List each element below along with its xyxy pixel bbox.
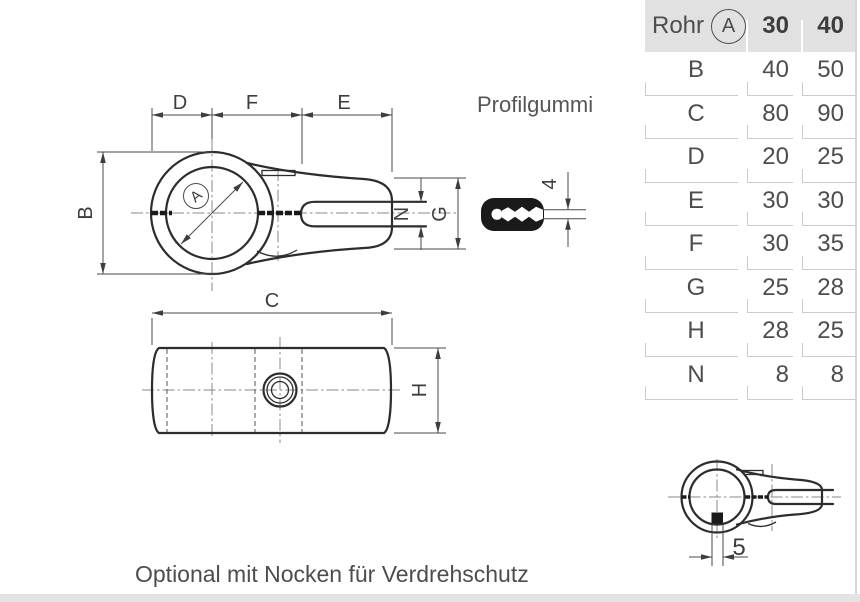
dim-label-4: 4 — [539, 178, 561, 189]
dim-label-5: 5 — [732, 534, 745, 561]
value-40: 25 — [802, 139, 857, 183]
dim-label-d: D — [173, 92, 187, 114]
header-rohr-cell: Rohr A — [645, 8, 747, 44]
dimensions-table: Rohr A 30 40 B 40 50 C 80 90 D — [645, 0, 857, 400]
row-label: N — [645, 357, 747, 401]
table-row: F 30 35 — [645, 226, 857, 270]
top-view: A D F E B — [75, 92, 466, 291]
row-label: F — [645, 226, 747, 270]
table-row: G 25 28 — [645, 270, 857, 314]
dim-label-g: G — [429, 206, 451, 222]
tube-a-circle — [183, 183, 209, 209]
row-label: H — [645, 313, 747, 357]
header-separator — [746, 20, 748, 52]
tube-a-badge: A — [711, 8, 747, 44]
table-body: B 40 50 C 80 90 D 20 25 E 30 30 F 30 — [645, 52, 857, 400]
dim-label-b: B — [75, 206, 97, 219]
screw-hole-inner — [270, 380, 290, 400]
page-right-edge — [855, 0, 857, 595]
value-40: 90 — [802, 96, 857, 140]
profile-rubber-title: Profilgummi — [477, 92, 594, 117]
profile-rubber: 4 — [481, 172, 586, 247]
table-row: C 80 90 — [645, 96, 857, 140]
table-row: N 8 8 — [645, 357, 857, 401]
tube-a-badge-letter: A — [721, 14, 736, 37]
side-body-outline — [150, 346, 393, 435]
table-header: Rohr A 30 40 — [645, 0, 857, 52]
value-30: 30 — [747, 183, 802, 227]
value-30: 8 — [747, 357, 802, 401]
value-40: 25 — [802, 313, 857, 357]
page-bottom-edge — [0, 594, 860, 602]
row-label: E — [645, 183, 747, 227]
value-40: 28 — [802, 270, 857, 314]
value-40: 35 — [802, 226, 857, 270]
dim-label-h: H — [409, 383, 431, 397]
value-40: 50 — [802, 52, 857, 96]
nocken-square — [711, 512, 723, 524]
value-30: 25 — [747, 270, 802, 314]
dim-label-a: A — [187, 187, 206, 206]
table-row: D 20 25 — [645, 139, 857, 183]
screw-hole-outer — [262, 372, 298, 408]
dim-label-c: C — [265, 290, 279, 312]
value-30: 30 — [747, 226, 802, 270]
nocken-view: 5 — [668, 459, 841, 566]
row-label: C — [645, 96, 747, 140]
value-40: 8 — [802, 357, 857, 401]
row-label: G — [645, 270, 747, 314]
small-top-tab — [743, 469, 764, 476]
header-col-40: 40 — [817, 12, 844, 39]
clamp-body-outline — [245, 161, 394, 266]
screw-hole-mid — [266, 376, 294, 404]
rubber-slot — [502, 206, 543, 222]
value-30: 20 — [747, 139, 802, 183]
value-40: 30 — [802, 183, 857, 227]
value-30: 40 — [747, 52, 802, 96]
optional-nocken-caption: Optional mit Nocken für Verdrehschutz — [135, 561, 529, 587]
row-label: D — [645, 139, 747, 183]
header-col-30: 30 — [762, 12, 789, 39]
dim-label-e: E — [337, 92, 350, 114]
top-tab — [261, 169, 296, 177]
table-row: E 30 30 — [645, 183, 857, 227]
screw-boss-arc — [256, 249, 298, 257]
value-30: 28 — [747, 313, 802, 357]
value-30: 80 — [747, 96, 802, 140]
table-row: B 40 50 — [645, 52, 857, 96]
dim-label-f: F — [246, 92, 258, 114]
row-label: B — [645, 52, 747, 96]
small-body-outline — [735, 468, 824, 526]
header-separator — [801, 20, 803, 52]
side-view: C H — [142, 290, 446, 443]
dim-label-n: N — [391, 207, 413, 221]
header-rohr-label: Rohr — [652, 12, 705, 39]
table-row: H 28 25 — [645, 313, 857, 357]
